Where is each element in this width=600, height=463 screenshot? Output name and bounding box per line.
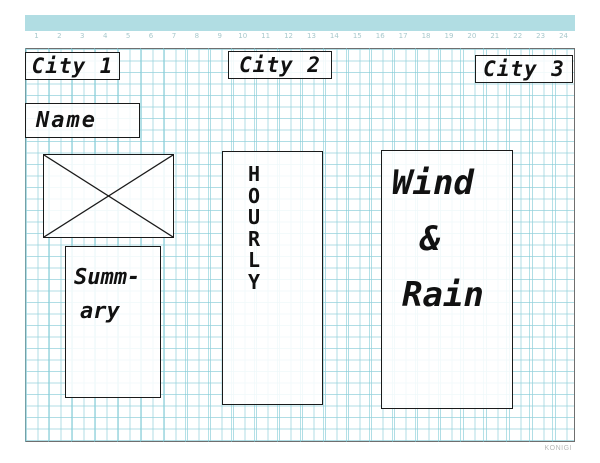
- column-number: 13: [306, 32, 316, 40]
- watermark: KONIGI: [544, 445, 572, 452]
- column-number: 8: [194, 32, 200, 40]
- column-number: 7: [171, 32, 177, 40]
- hourly-panel: H O U R L Y: [222, 151, 323, 405]
- column-number: 3: [80, 32, 85, 40]
- column-number: 9: [217, 32, 223, 40]
- column-number: 4: [102, 32, 108, 40]
- summary-line: ary: [80, 299, 120, 324]
- column-number: 6: [148, 32, 154, 40]
- column-number: 11: [261, 32, 271, 40]
- crossed-box-icon: [44, 155, 173, 237]
- column-number: 22: [513, 32, 523, 40]
- column-number: 16: [375, 32, 385, 40]
- column-number: 1: [34, 32, 39, 40]
- hourly-label: H O U R L Y: [223, 162, 285, 294]
- column-number: 19: [444, 32, 454, 40]
- column-number: 15: [352, 32, 362, 40]
- column-number: 14: [329, 32, 339, 40]
- wind-rain-text: Wind & Rain: [392, 155, 502, 323]
- wind-rain-line: Rain: [402, 275, 484, 315]
- column-number: 20: [467, 32, 477, 40]
- summary-line: Summ-: [74, 265, 141, 290]
- city-tab-1[interactable]: City 1: [25, 52, 120, 80]
- city-tab-2[interactable]: City 2: [228, 51, 332, 79]
- hourly-letter: H: [247, 162, 261, 186]
- wind-rain-line: Wind: [392, 163, 474, 203]
- column-number: 23: [536, 32, 546, 40]
- grid-header-bar: [25, 15, 575, 31]
- column-number: 24: [559, 32, 568, 40]
- hourly-letter: R: [247, 226, 261, 251]
- wind-rain-panel: Wind & Rain: [381, 150, 513, 409]
- summary-panel: Summ- ary: [65, 246, 161, 398]
- image-placeholder: [43, 154, 174, 238]
- hourly-letter: U: [247, 205, 261, 229]
- summary-text: Summ- ary: [74, 261, 140, 329]
- name-field: Name: [25, 103, 140, 138]
- column-number: 2: [57, 32, 62, 40]
- column-number: 21: [490, 32, 500, 40]
- column-number: 10: [238, 32, 248, 40]
- column-number: 5: [125, 32, 131, 40]
- column-number: 12: [284, 32, 293, 40]
- wind-rain-line: &: [420, 219, 441, 259]
- column-number: 17: [398, 32, 408, 40]
- hourly-letter: Y: [247, 269, 261, 294]
- hourly-letter: O: [247, 183, 261, 208]
- column-number: 18: [421, 32, 431, 40]
- hourly-letter: L: [247, 248, 261, 272]
- city-tab-3[interactable]: City 3: [475, 55, 573, 83]
